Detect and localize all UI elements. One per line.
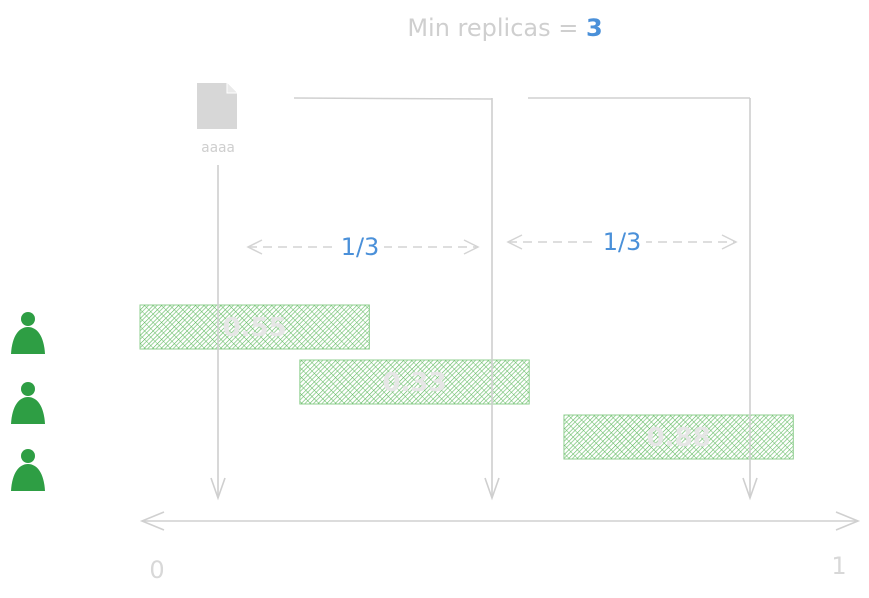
spacing-arrow-1 (246, 239, 480, 255)
person-icon (11, 312, 45, 354)
person-icon (11, 449, 45, 491)
spacing-label: 1/3 (603, 228, 642, 256)
range-label: 0.33 (382, 368, 446, 398)
document-icon (197, 83, 237, 129)
pointer-arrow (742, 98, 758, 501)
range-box: 0.55 (139, 304, 370, 350)
file-label: aaaa (201, 140, 235, 156)
range-box: 0.88 (563, 414, 794, 460)
spacing-label: 1/3 (341, 233, 380, 261)
axis-end-label: 1 (831, 552, 846, 580)
connector-lines (293, 97, 750, 100)
pointer-arrow (484, 98, 500, 501)
diagram-title: Min replicas = 3 (407, 14, 602, 42)
range-label: 0.88 (647, 423, 711, 453)
ranges-layer: 0.55 0.33 0.88 (139, 304, 794, 460)
axis-line (139, 511, 861, 531)
spacing-label-bg (598, 229, 646, 255)
range-label: 0.55 (223, 313, 287, 343)
range-box: 0.33 (299, 359, 530, 405)
pointers-layer (210, 98, 758, 501)
person-icon (11, 382, 45, 424)
pointer-arrow (210, 165, 226, 501)
spacing-label-bg (336, 234, 384, 260)
connector-line (293, 97, 493, 100)
axis-start-label: 0 (149, 556, 164, 584)
min-replicas-value: 3 (586, 14, 603, 42)
title-prefix: Min replicas = (407, 14, 586, 42)
nodes-layer (11, 312, 45, 491)
